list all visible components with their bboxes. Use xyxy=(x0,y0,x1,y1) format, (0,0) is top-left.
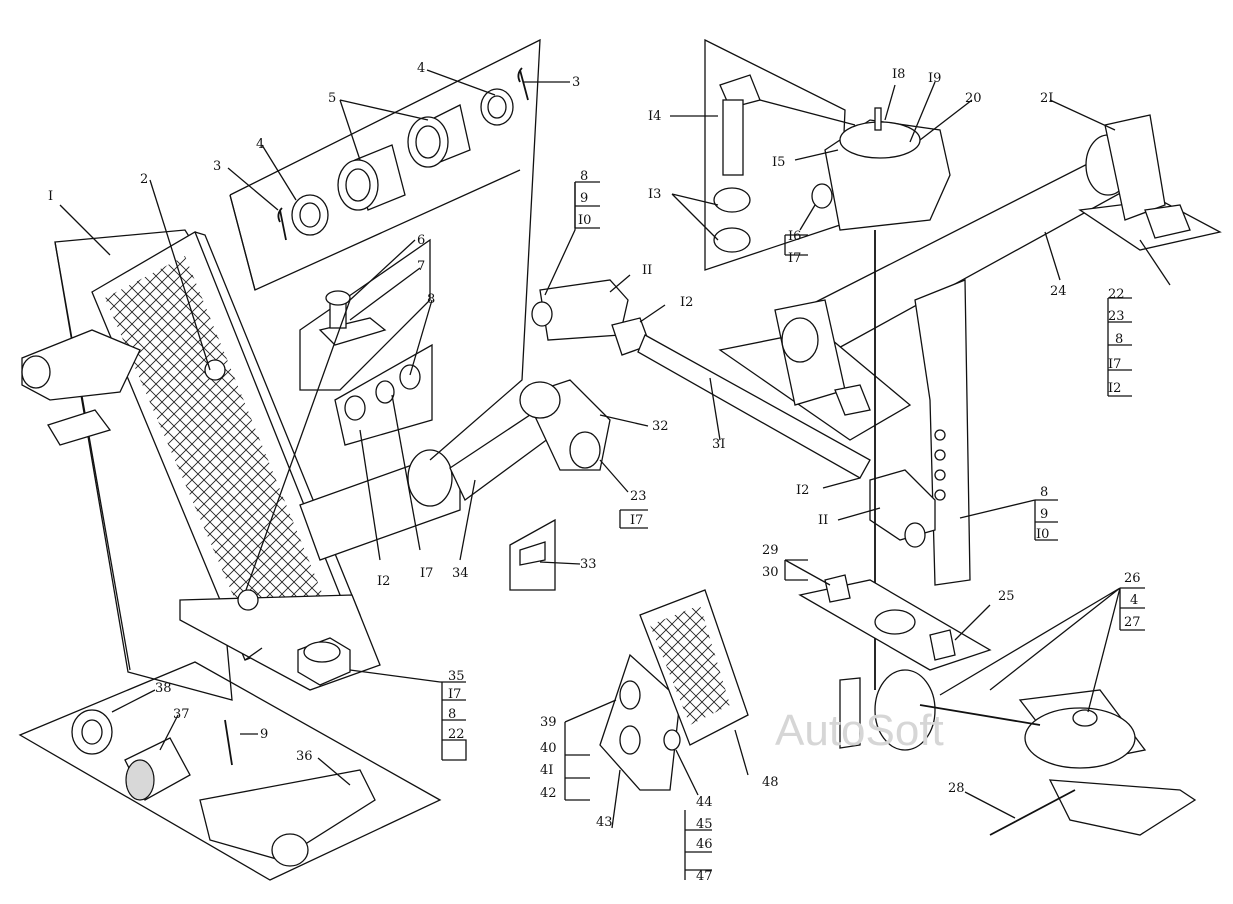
label-8-left: 8 xyxy=(427,292,435,307)
label-9-lower: 9 xyxy=(1040,507,1048,522)
label-16: I6 xyxy=(788,229,801,244)
label-27: 27 xyxy=(1124,615,1141,630)
label-30: 30 xyxy=(762,565,779,580)
label-9-mid: 9 xyxy=(580,191,588,206)
label-17-far-right: I7 xyxy=(1108,357,1121,372)
label-31: 3I xyxy=(712,437,725,452)
label-24: 24 xyxy=(1050,284,1067,299)
label-4-left: 4 xyxy=(256,137,264,152)
label-25: 25 xyxy=(998,589,1015,604)
label-23-mid: 23 xyxy=(630,489,647,504)
label-8-lower: 8 xyxy=(1040,485,1048,500)
label-34: 34 xyxy=(452,566,469,581)
label-33: 33 xyxy=(580,557,597,572)
label-6: 6 xyxy=(417,233,425,248)
label-11-lower: II xyxy=(818,513,828,528)
label-18: I8 xyxy=(892,67,905,82)
label-17-left: I7 xyxy=(420,566,433,581)
label-17-right: I7 xyxy=(788,251,801,266)
label-47: 47 xyxy=(696,869,713,884)
label-5: 5 xyxy=(328,91,336,106)
label-1: I xyxy=(48,189,53,204)
label-19: I9 xyxy=(928,71,941,86)
label-11-upper: II xyxy=(642,263,652,278)
label-35-17: I7 xyxy=(448,687,461,702)
label-35: 35 xyxy=(448,669,465,684)
label-35-22: 22 xyxy=(448,727,465,742)
label-12-lower: I2 xyxy=(796,483,809,498)
label-7: 7 xyxy=(417,259,425,274)
label-17-mid: I7 xyxy=(630,513,643,528)
label-3-left: 3 xyxy=(213,159,221,174)
label-21: 2I xyxy=(1040,91,1053,106)
label-4-lower: 4 xyxy=(1130,593,1138,608)
label-12-mid: I2 xyxy=(680,295,693,310)
label-26: 26 xyxy=(1124,571,1141,586)
label-45: 45 xyxy=(696,817,713,832)
label-13: I3 xyxy=(648,187,661,202)
label-32: 32 xyxy=(652,419,669,434)
linkage-group xyxy=(509,279,871,591)
shaft-bracket-group xyxy=(718,107,1222,836)
label-36: 36 xyxy=(296,749,313,764)
label-15: I5 xyxy=(772,155,785,170)
label-3-right: 3 xyxy=(572,75,580,90)
label-43: 43 xyxy=(596,815,613,830)
label-14: I4 xyxy=(648,109,661,124)
main-pedal-assembly xyxy=(21,229,561,701)
label-46: 46 xyxy=(696,837,713,852)
label-10-lower: I0 xyxy=(1036,527,1049,542)
label-48: 48 xyxy=(762,775,779,790)
label-8-mid: 8 xyxy=(580,169,588,184)
label-39: 39 xyxy=(540,715,557,730)
pedal-lever-group xyxy=(18,661,442,881)
label-12-left: I2 xyxy=(377,574,390,589)
label-9-left: 9 xyxy=(260,727,268,742)
label-37: 37 xyxy=(173,707,190,722)
label-22: 22 xyxy=(1108,287,1125,302)
label-38: 38 xyxy=(155,681,172,696)
leader-lines xyxy=(59,69,1171,829)
label-40: 40 xyxy=(540,741,557,756)
part-labels: I 2 3 4 5 4 3 6 7 8 I2 I7 34 35 I7 8 22 … xyxy=(48,61,1141,884)
label-23-right: 23 xyxy=(1108,309,1125,324)
label-42: 42 xyxy=(540,786,557,801)
label-20: 20 xyxy=(965,91,982,106)
label-12-right: I2 xyxy=(1108,381,1121,396)
label-10-mid: I0 xyxy=(578,213,591,228)
small-pedal-group xyxy=(599,589,749,791)
label-2: 2 xyxy=(140,172,148,187)
washers-group xyxy=(334,343,433,446)
label-8-right: 8 xyxy=(1115,332,1123,347)
label-41: 4I xyxy=(540,763,553,778)
label-boxes xyxy=(440,181,1145,880)
watermark: AutoSoft xyxy=(775,706,944,755)
label-28: 28 xyxy=(948,781,965,796)
bushings-group xyxy=(229,38,541,461)
label-35-8: 8 xyxy=(448,707,456,722)
label-44: 44 xyxy=(696,795,713,810)
label-4-right: 4 xyxy=(417,61,425,76)
label-29: 29 xyxy=(762,543,779,558)
